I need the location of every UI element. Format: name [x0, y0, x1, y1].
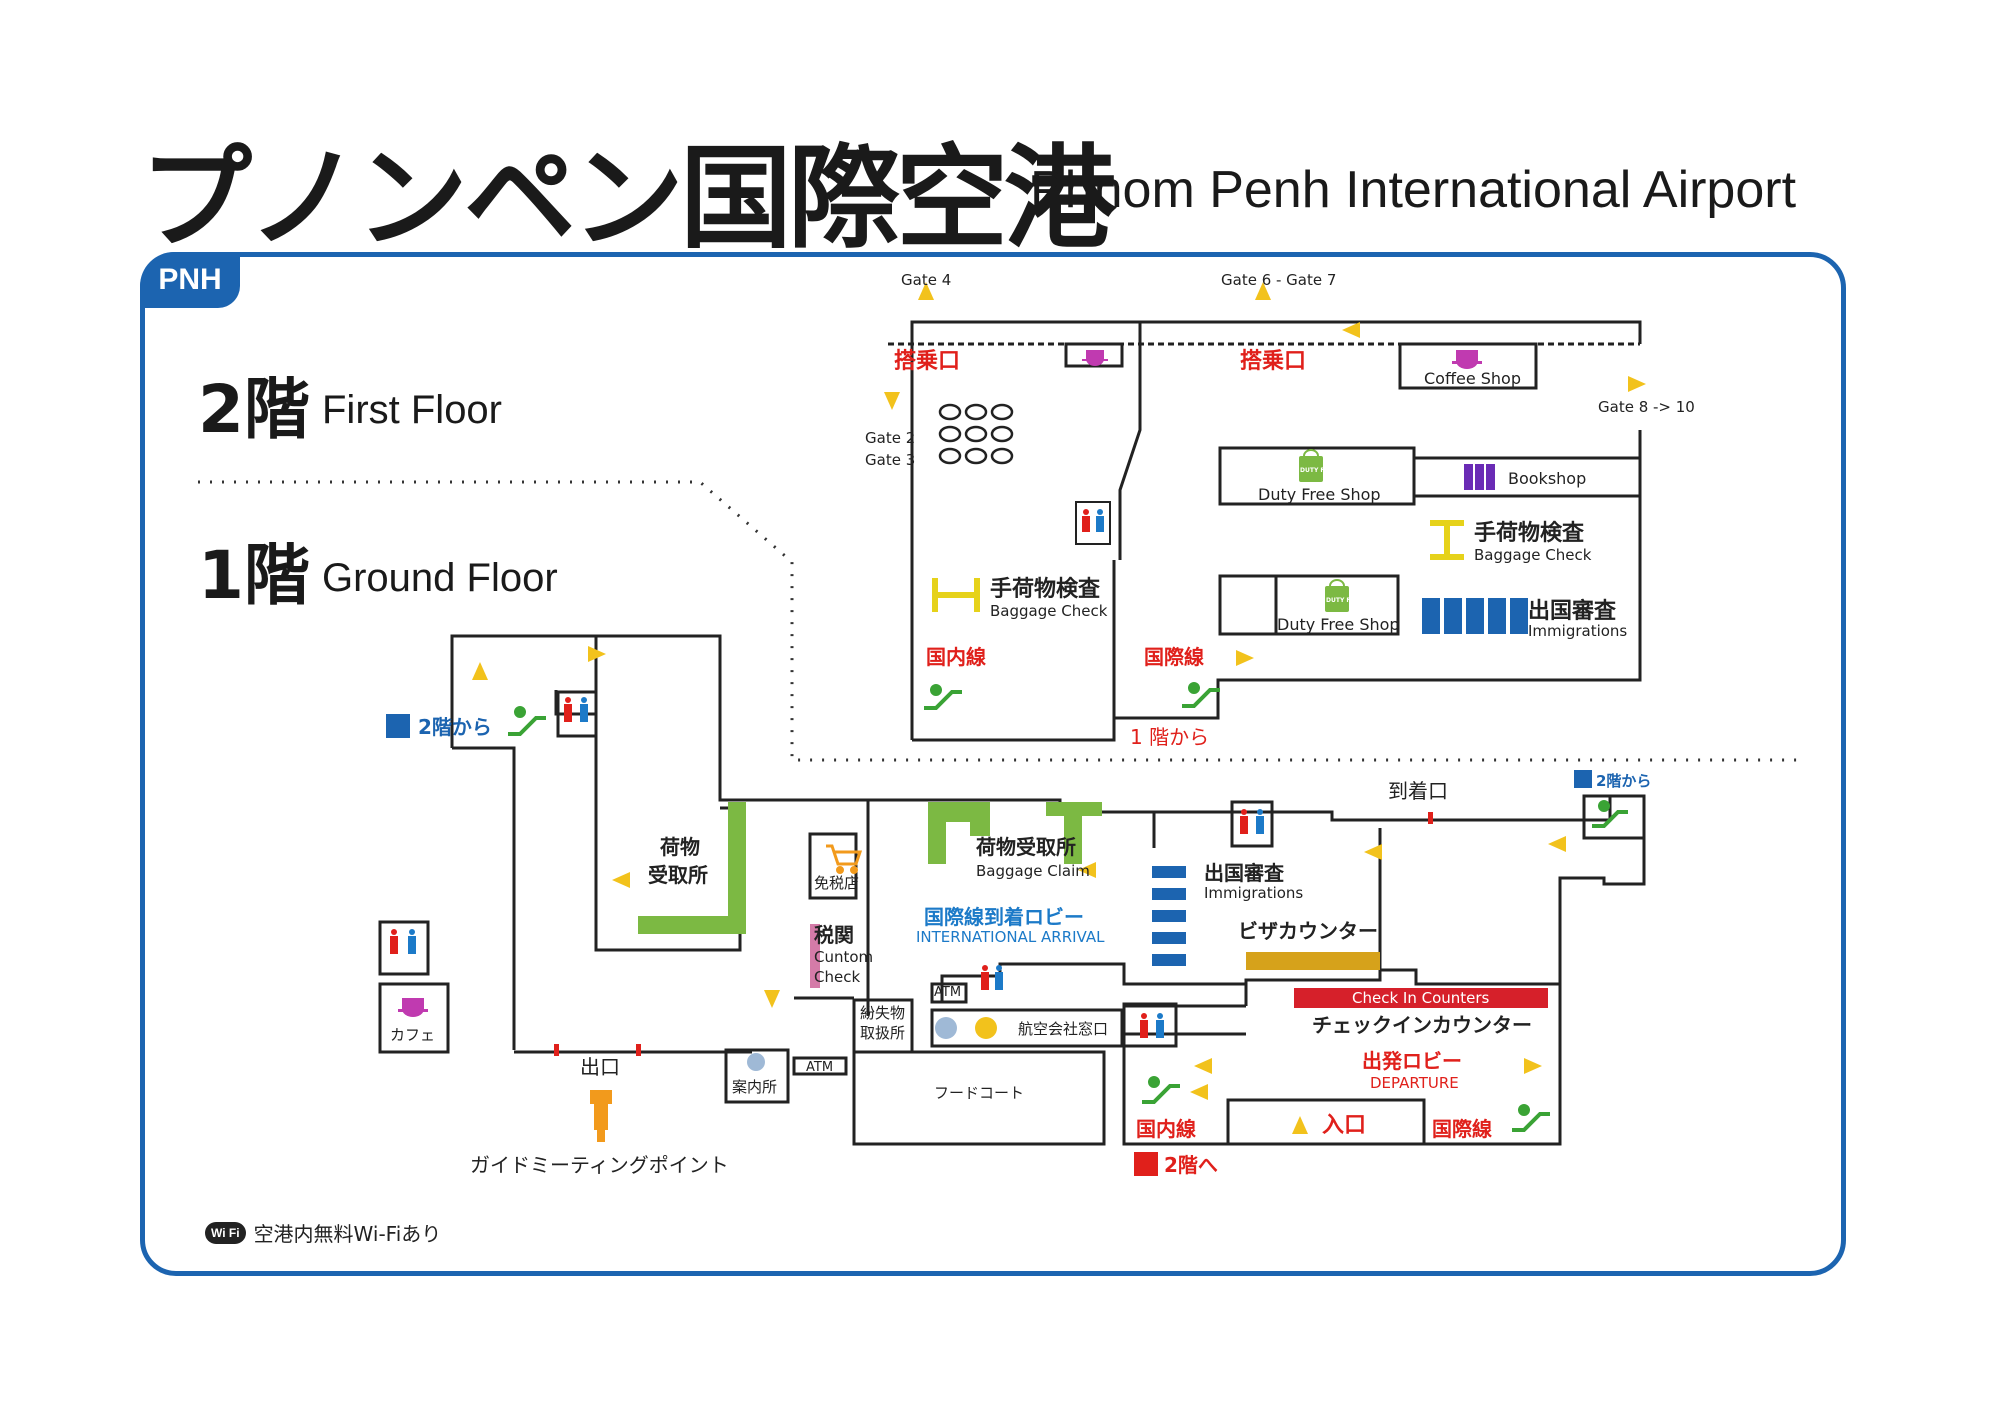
lost-found-line2: 取扱所 [860, 1024, 905, 1042]
checkin-ja: チェックインカウンター [1312, 1013, 1532, 1037]
airplane-icon [386, 714, 1592, 1176]
exit-label: 出口 [580, 1055, 620, 1079]
floor-1-label: Ground Floor [322, 556, 558, 600]
atm-label-1: ATM [934, 985, 961, 1000]
baggage-check-left-en: Baggage Check [990, 602, 1108, 620]
customs-en-1: Cuntom [814, 948, 873, 966]
lost-found-line1: 紛失物 [860, 1004, 905, 1022]
entrance-label: 入口 [1322, 1113, 1366, 1138]
duty-free-icon [1299, 449, 1349, 612]
door-marker [554, 812, 1433, 1056]
boarding-gate-right: 搭乗口 [1240, 349, 1306, 374]
meeting-point-icon [590, 1090, 612, 1142]
page-title-en: Phnom Penh International Airport [1030, 161, 1797, 219]
international-2f-label: 国際線 [1144, 645, 1204, 669]
immigration-booth-icon [1422, 598, 1528, 634]
escalator-icon [508, 706, 1628, 1132]
first-floor-map [888, 320, 1642, 742]
immigration-1f-en: Immigrations [1204, 884, 1303, 902]
baggage-claim-ja: 荷物受取所 [976, 835, 1076, 859]
food-court-label: フードコート [934, 1084, 1024, 1102]
baggage-claim-left-line1: 荷物 [660, 835, 700, 859]
restroom-icon [390, 697, 1264, 1038]
visa-counter-label: ビザカウンター [1238, 919, 1378, 943]
cup-icon [398, 998, 428, 1017]
baggage-check-right-ja: 手荷物検査 [1474, 520, 1585, 546]
domestic-1f-label: 国内線 [1136, 1117, 1196, 1141]
baggage-claim-left-line2: 受取所 [648, 863, 708, 887]
atm-label-2: ATM [806, 1060, 833, 1075]
duty-free-shop-label-1: Duty Free Shop [1258, 485, 1381, 504]
checkin-banner [1294, 988, 1548, 1008]
book-icon [1464, 464, 1495, 490]
domestic-2f-label: 国内線 [926, 645, 986, 669]
departure-en: DEPARTURE [1370, 1074, 1459, 1092]
duty-free-badge-1: DUTY FREE [1300, 467, 1337, 474]
wifi-icon: Wi Fi [205, 1221, 246, 1244]
to-2f-label: 2階へ [1164, 1153, 1218, 1177]
gate-3-label: Gate 3 [865, 451, 915, 469]
boarding-gate-left: 搭乗口 [894, 349, 960, 374]
info-icon [935, 1017, 957, 1039]
gate-4-label: Gate 4 [901, 271, 951, 289]
currency-icon [975, 1017, 997, 1039]
departure-ja: 出発ロビー [1362, 1049, 1462, 1073]
immigration-2f-ja: 出国審査 [1528, 598, 1617, 624]
baggage-belt [638, 802, 1102, 934]
duty-free-shop-label-2: Duty Free Shop [1277, 615, 1400, 634]
immigration-booth-icon [1152, 866, 1186, 966]
baggage-check-icon [932, 520, 1464, 612]
airline-counter-label: 航空会社窓口 [1018, 1020, 1108, 1038]
coffee-shop-label: Coffee Shop [1424, 369, 1521, 388]
customs-ja: 税関 [814, 923, 854, 947]
airport-code-badge: PNH [140, 252, 240, 308]
duty-free-badge-2: DUTY FREE [1326, 597, 1363, 604]
immigration-2f-en: Immigrations [1528, 622, 1627, 640]
shopping-cart-icon [826, 844, 863, 874]
restroom-icon [1075, 501, 1111, 545]
floor-2-number: 2階 [198, 371, 310, 448]
baggage-claim-en: Baggage Claim [976, 862, 1090, 880]
floor-2-label: First Floor [322, 388, 502, 432]
cafe-label: カフェ [390, 1026, 435, 1044]
wifi-note: Wi Fi 空港内無料Wi-Fiあり [205, 1218, 441, 1247]
checkin-en: Check In Counters [1352, 989, 1490, 1007]
info-icon [747, 1053, 765, 1071]
escalator-icon [924, 682, 1220, 710]
info-desk-label: 案内所 [732, 1078, 777, 1096]
guide-meeting-point-label: ガイドミーティングポイント [470, 1153, 729, 1177]
gate-2-label: Gate 2 [865, 429, 915, 447]
intl-arrival-ja: 国際線到着ロビー [924, 905, 1084, 929]
international-1f-label: 国際線 [1432, 1117, 1492, 1141]
from-1f-label: 1 階から [1130, 725, 1209, 749]
arrival-gate-label: 到着口 [1388, 779, 1448, 803]
baggage-check-right-en: Baggage Check [1474, 546, 1592, 564]
customs-en-2: Check [814, 968, 860, 986]
gate-8-10-label: Gate 8 -> 10 [1598, 398, 1695, 416]
bookshop-label: Bookshop [1508, 469, 1586, 488]
intl-arrival-en: INTERNATIONAL ARRIVAL [916, 928, 1105, 946]
visa-counter-bar [1246, 952, 1380, 970]
from-2f-right-label: 2階から [1596, 772, 1651, 790]
wifi-text: 空港内無料Wi-Fiあり [253, 1222, 442, 1246]
baggage-check-left-ja: 手荷物検査 [990, 576, 1101, 602]
floor-1-number: 1階 [198, 537, 310, 614]
map-frame [140, 252, 1846, 1276]
cup-icon [1082, 350, 1482, 369]
page-title-ja: プノンペン国際空港 [140, 134, 1116, 264]
from-2f-left-label: 2階から [418, 715, 492, 739]
immigration-1f-ja: 出国審査 [1204, 861, 1284, 885]
customs-marker [810, 924, 820, 988]
duty-free-store-label: 免税店 [814, 874, 859, 892]
gate-6-7-label: Gate 6 - Gate 7 [1221, 271, 1336, 289]
seating-icon [938, 403, 1014, 465]
ground-floor-map [378, 634, 1646, 1146]
